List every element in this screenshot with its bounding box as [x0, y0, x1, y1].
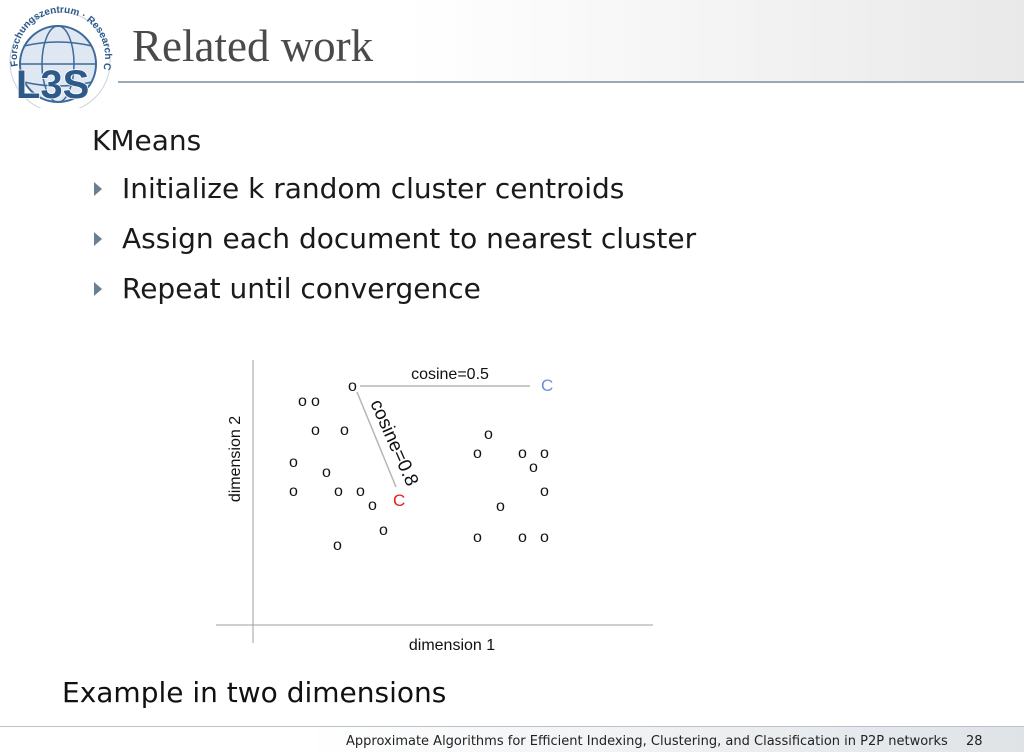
document-point: o	[311, 393, 320, 410]
bullet-text: Assign each document to nearest cluster	[122, 222, 697, 255]
header-band	[0, 0, 1024, 82]
bullet-text: Initialize k random cluster centroids	[122, 172, 625, 205]
document-point: o	[356, 483, 365, 500]
document-points: o o o o o o o o o o o o o o o o o o o o …	[289, 378, 549, 554]
bullet-list: Initialize k random cluster centroids As…	[92, 168, 696, 318]
bullet-item: Repeat until convergence	[92, 268, 696, 318]
document-point: o	[289, 454, 298, 471]
document-point: o	[340, 422, 349, 439]
document-point: o	[311, 422, 320, 439]
document-point: o	[529, 459, 538, 476]
triangle-bullet-icon	[94, 282, 102, 296]
x-axis-label: dimension 1	[409, 637, 495, 654]
document-point: o	[540, 483, 549, 500]
header-rule	[118, 81, 1024, 83]
l3s-logo: Forschungszentrum · Research Center L3S	[4, 4, 113, 108]
footer-rule	[0, 726, 1024, 727]
footer-title: Approximate Algorithms for Efficient Ind…	[346, 734, 948, 749]
document-point: o	[379, 522, 388, 539]
bullet-text: Repeat until convergence	[122, 272, 481, 305]
cosine-08-label: cosine=0.8	[365, 396, 422, 489]
document-point: o	[496, 498, 505, 515]
centroid-blue: C	[541, 376, 553, 395]
document-point: o	[473, 529, 482, 546]
document-point: o	[540, 529, 549, 546]
document-point: o	[368, 497, 377, 514]
document-point: o	[333, 537, 342, 554]
bullet-item: Assign each document to nearest cluster	[92, 218, 696, 268]
triangle-bullet-icon	[94, 182, 102, 196]
intro-heading: KMeans	[92, 124, 202, 157]
document-point: o	[540, 445, 549, 462]
svg-text:L3S: L3S	[16, 63, 89, 107]
example-caption: Example in two dimensions	[62, 676, 447, 709]
document-point: o	[518, 529, 527, 546]
page-number: 28	[966, 734, 983, 749]
document-point: o	[289, 483, 298, 500]
footer-band	[0, 727, 1024, 752]
y-axis-label: dimension 2	[227, 416, 244, 502]
cosine-08-line	[356, 391, 397, 488]
document-point: o	[334, 483, 343, 500]
document-point: o	[322, 464, 331, 481]
document-point: o	[348, 378, 357, 395]
document-point: o	[298, 393, 307, 410]
document-point: o	[518, 445, 527, 462]
cosine-05-label: cosine=0.5	[411, 366, 489, 383]
document-point: o	[473, 445, 482, 462]
slide-title: Related work	[132, 21, 374, 71]
centroid-red: C	[393, 491, 405, 510]
kmeans-diagram: cosine=0.5 cosine=0.8 dimension 1 dimens…	[216, 360, 653, 654]
bullet-item: Initialize k random cluster centroids	[92, 168, 696, 218]
document-point: o	[484, 426, 493, 443]
triangle-bullet-icon	[94, 232, 102, 246]
